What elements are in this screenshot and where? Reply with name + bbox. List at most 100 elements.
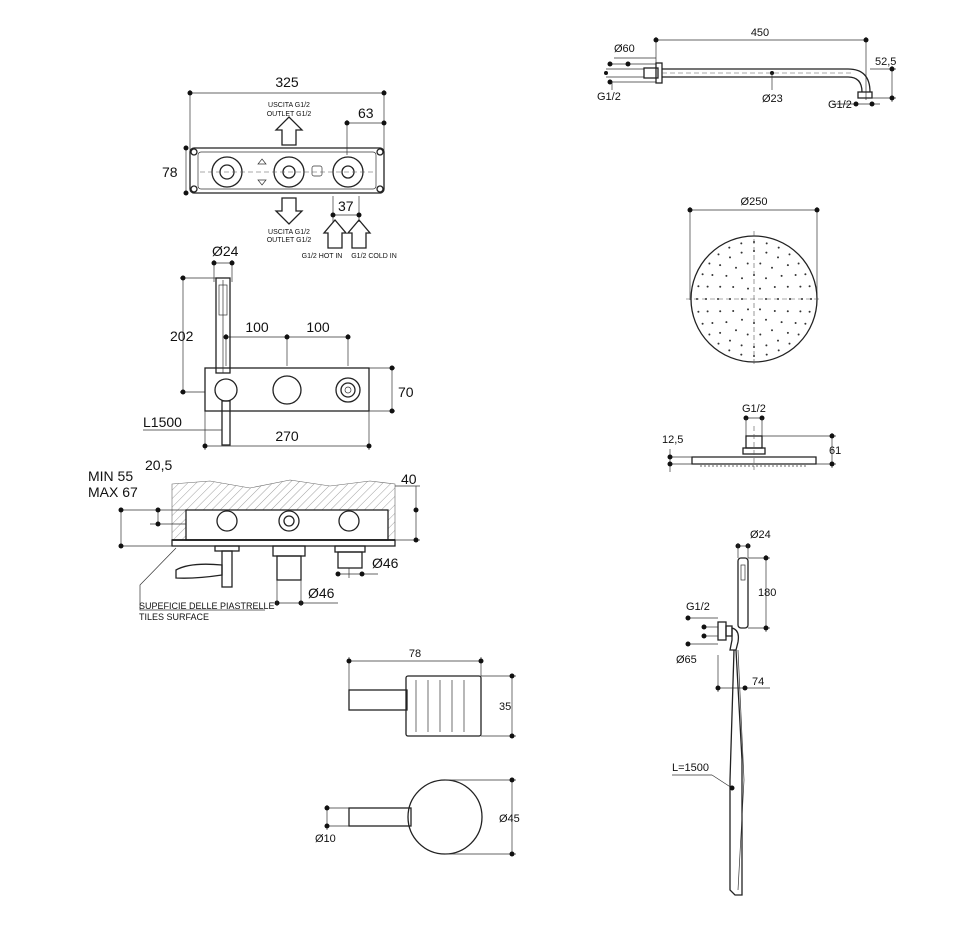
nozzle-dot (808, 310, 811, 313)
nozzle-dot (786, 331, 789, 334)
nozzle-dot (808, 285, 811, 288)
shower-head-top-view: Ø250 (686, 196, 822, 367)
spacing-right-label: 100 (306, 319, 330, 335)
nozzle-dot (706, 285, 709, 288)
nozzle-dot (799, 285, 802, 288)
nozzle-dot (771, 266, 773, 269)
nozzle-dot (729, 339, 731, 342)
arm-connection-label: G1/2 (597, 91, 621, 103)
nozzle-dot (777, 298, 779, 300)
nozzle-dot (777, 246, 780, 249)
nozzle-dot (777, 256, 779, 259)
nozzle-dot (747, 308, 749, 311)
nozzle-dot (746, 262, 749, 265)
nozzle-dot (732, 286, 735, 288)
nozzle-dot (719, 264, 722, 267)
nozzle-dot (740, 242, 743, 245)
max-depth-label: MAX 67 (88, 484, 138, 500)
plate-width-label: 325 (275, 74, 299, 90)
nozzle-dot (740, 353, 743, 356)
nozzle-dot (728, 246, 731, 249)
hand-shower-hose-label: L=1500 (672, 762, 709, 774)
handle-length-label: 78 (409, 648, 421, 660)
nozzle-dot (797, 262, 800, 265)
plate-height-label: 78 (162, 164, 178, 180)
nozzle-dot (719, 331, 722, 334)
nozzle-dot (717, 298, 719, 300)
nozzle-dot (765, 251, 768, 254)
nozzle-dot (810, 298, 812, 300)
nozzle-dot (753, 355, 755, 357)
arm-length-label: 450 (751, 27, 769, 39)
section-offset-label: 20,5 (145, 457, 172, 473)
head-height-label: 61 (829, 445, 841, 457)
nozzle-dot (780, 274, 783, 277)
svg-text:OUTLET G1/2: OUTLET G1/2 (267, 237, 312, 244)
shower-arm-view: 450 Ø60 G1/2 Ø23 52,5 G1/2 (597, 27, 896, 111)
plate-front-width-label: 270 (275, 428, 299, 444)
plate-front-height-label: 70 (398, 384, 414, 400)
nozzle-dot (797, 333, 800, 336)
nozzle-dot (801, 298, 803, 300)
nozzle-dot (765, 298, 767, 300)
holder-diameter-label: Ø65 (676, 654, 697, 666)
nozzle-dot (780, 321, 783, 324)
nozzle-dot (771, 329, 773, 332)
nozzle-dot (759, 308, 761, 311)
hot-in-label: G1/2 HOT IN (302, 253, 343, 260)
nozzle-dot (773, 310, 776, 312)
hand-shower-view: Ø24 180 G1/2 Ø65 74 L=1500 (672, 529, 776, 896)
section-depth-label: 40 (401, 471, 417, 487)
nozzle-dot (740, 251, 743, 254)
hand-shower-diameter-label-right: Ø24 (750, 529, 771, 541)
nozzle-dot (789, 298, 791, 300)
shower-head-side-view: G1/2 12,5 61 (662, 403, 841, 472)
nozzle-dot (701, 273, 704, 276)
nozzle-dot (753, 322, 755, 324)
head-diameter-label: Ø250 (741, 196, 768, 208)
nozzle-dot (706, 310, 709, 313)
nozzle-dot (725, 274, 728, 277)
knob-diameter-label: Ø45 (499, 813, 520, 825)
holder-offset-label: 74 (752, 676, 764, 688)
nozzle-dot (759, 262, 762, 265)
nozzle-dot (729, 256, 731, 259)
nozzle-dot (735, 266, 737, 269)
svg-text:OUTLET G1/2: OUTLET G1/2 (267, 111, 312, 118)
arm-drop-label: 52,5 (875, 56, 896, 68)
handle-height-label: 35 (499, 701, 511, 713)
nozzle-dot (794, 322, 797, 324)
mixer-plate-top-view: 325 78 63 USCITA G1/2 OUTLET G1/2 USCITA (162, 74, 397, 260)
nozzle-dot (786, 285, 789, 288)
hose-length-label: L1500 (143, 414, 182, 430)
nozzle-dot (759, 287, 761, 290)
nozzle-dot (728, 349, 731, 352)
nozzle-dot (708, 333, 711, 336)
nozzle-dot (741, 298, 743, 300)
nozzle-dot (741, 277, 743, 280)
cold-in-label: G1/2 COLD IN (351, 253, 397, 260)
nozzle-dot (719, 285, 722, 288)
nozzle-dot (729, 298, 731, 300)
nozzle-dot (746, 333, 749, 336)
nozzle-dot (804, 322, 807, 325)
spacing-left-label: 100 (245, 319, 269, 335)
outlet-bottom-arrow: USCITA G1/2 OUTLET G1/2 (267, 197, 312, 244)
arm-tube-label: Ø23 (762, 93, 783, 105)
nozzle-dot (708, 262, 711, 265)
nozzle-dot (773, 286, 776, 288)
front-height-label: 202 (170, 328, 194, 344)
min-depth-label: MIN 55 (88, 468, 133, 484)
nozzle-dot (765, 277, 767, 280)
arm-outlet-label: G1/2 (828, 99, 852, 111)
nozzle-dot (732, 310, 735, 312)
nozzle-dot (786, 264, 789, 267)
nozzle-dot (765, 344, 768, 347)
hand-shower-diameter-label: Ø24 (212, 243, 239, 259)
nozzle-dot (788, 342, 791, 345)
nozzle-dot (717, 342, 720, 345)
nozzle-dot (753, 274, 755, 276)
outlet-top-arrow: USCITA G1/2 OUTLET G1/2 (267, 102, 312, 146)
tiles-surface-en-label: TILES SURFACE (139, 612, 209, 622)
nozzle-dot (711, 274, 714, 276)
